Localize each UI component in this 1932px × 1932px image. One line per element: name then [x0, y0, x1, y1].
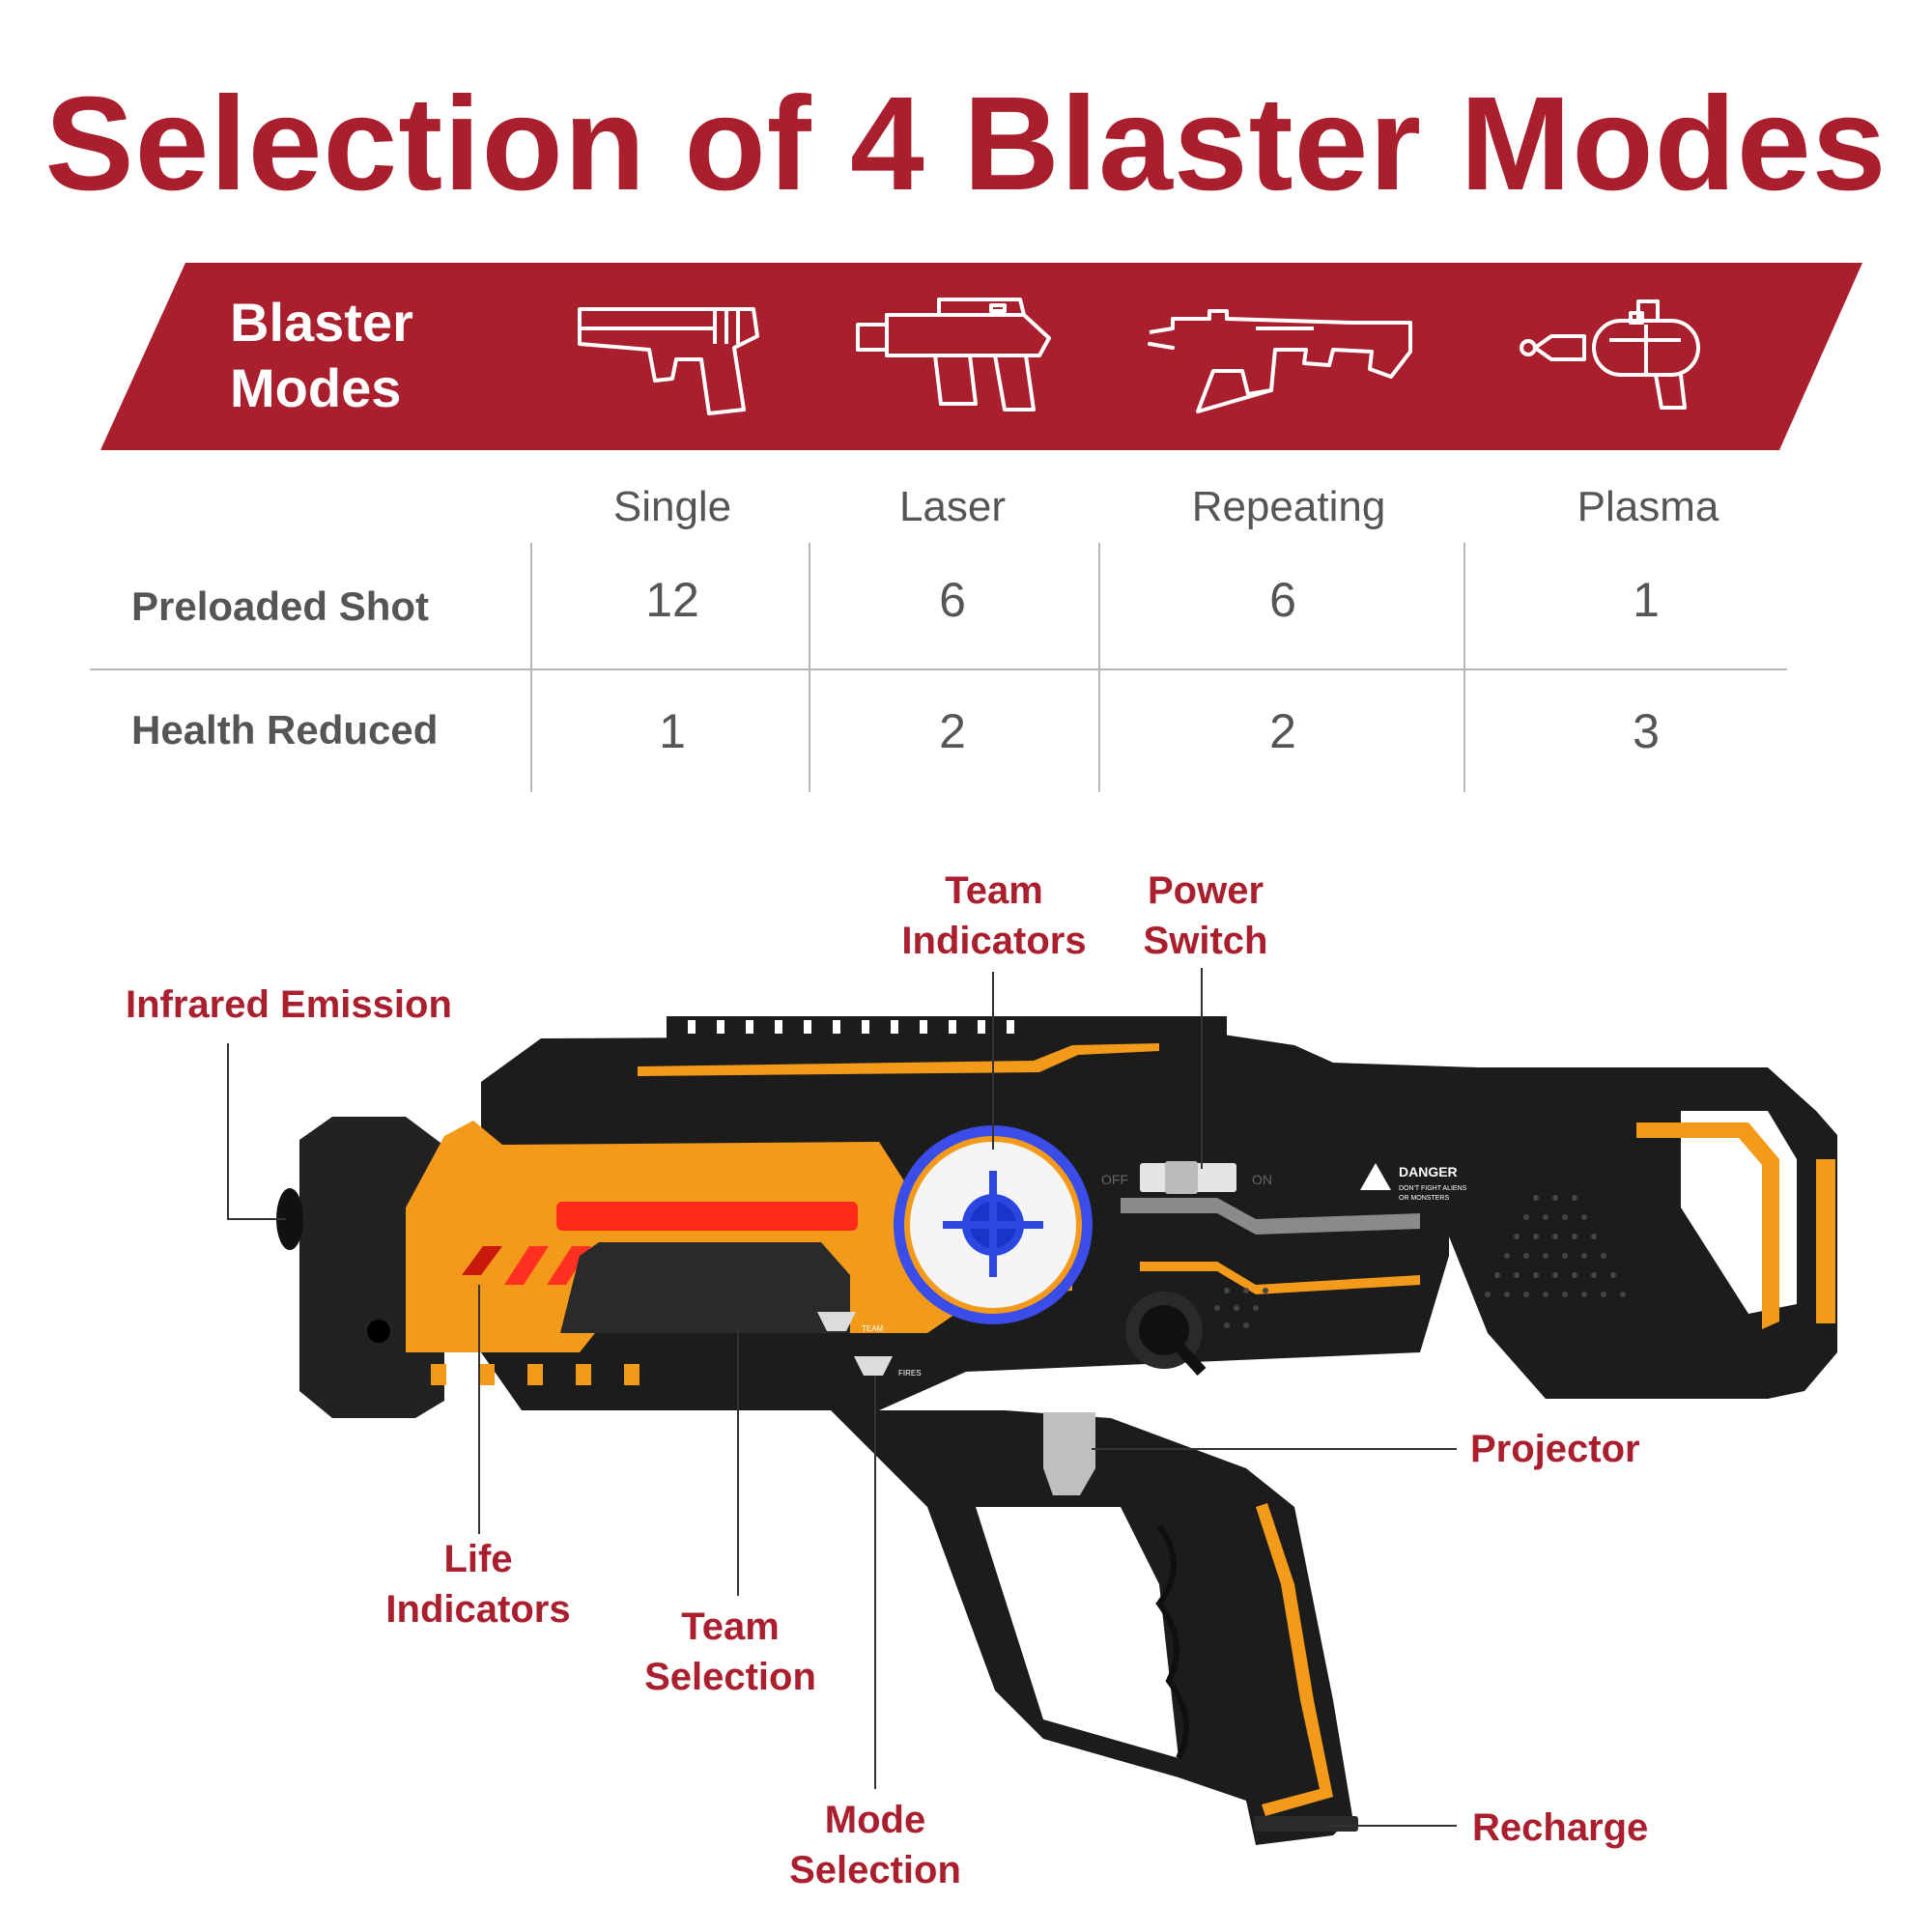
table-cell: 1: [1633, 573, 1660, 627]
callout-text: Team: [945, 869, 1043, 912]
callout-text: Life: [443, 1538, 513, 1580]
callout-power-switch: Power Switch: [1136, 866, 1275, 966]
callout-leaders: [227, 968, 1457, 1827]
switch-on-label: ON: [1252, 1172, 1272, 1187]
row-label-health-reduced: Health Reduced: [131, 707, 439, 753]
danger-label: DANGER: [1399, 1164, 1458, 1179]
callout-life-indicators: Life Indicators: [375, 1534, 582, 1634]
table-cell: 3: [1633, 704, 1660, 758]
mode-name-laser: Laser: [898, 483, 1007, 530]
callout-text: Power: [1147, 869, 1264, 912]
table-cell: 2: [939, 704, 966, 758]
callout-text: Switch: [1143, 920, 1268, 962]
team-button[interactable]: [817, 1312, 856, 1331]
callout-text: Team: [681, 1605, 780, 1648]
laser-gun-icon: [856, 298, 1051, 412]
callout-recharge: Recharge: [1472, 1803, 1648, 1853]
fires-button-label: FIRES: [898, 1369, 922, 1378]
page-title: Selection of 4 Blaster Modes: [44, 70, 1888, 218]
table-cell: 2: [1269, 704, 1296, 758]
table-cell: 12: [645, 573, 699, 627]
banner-label-line: Blaster: [230, 292, 413, 353]
warning-icon: [1360, 1163, 1391, 1190]
callout-team-selection: Team Selection: [634, 1602, 827, 1702]
callout-text: Selection: [789, 1849, 961, 1891]
rifle-icon: [1148, 309, 1412, 413]
danger-sub-label: DON'T FIGHT ALIENS: [1399, 1185, 1467, 1192]
callout-text: Mode: [824, 1799, 926, 1841]
team-indicator-target: [894, 1125, 1093, 1324]
callout-text: Selection: [644, 1656, 816, 1698]
callout-infrared-emission: Infrared Emission: [126, 980, 452, 1030]
table-cell: 6: [1269, 573, 1296, 627]
table-grid: [90, 543, 1787, 792]
danger-sub-label: OR MONSTERS: [1399, 1195, 1449, 1202]
banner-label: Blaster Modes: [230, 290, 413, 421]
mode-banner: [100, 263, 1862, 450]
table-cell: 1: [659, 704, 686, 758]
mode-name-single: Single: [612, 483, 732, 530]
mode-name-repeating: Repeating: [1191, 483, 1386, 530]
callout-mode-selection: Mode Selection: [779, 1795, 972, 1895]
callout-text: Projector: [1470, 1428, 1640, 1470]
mode-button[interactable]: [854, 1356, 893, 1376]
callout-text: Indicators: [385, 1588, 571, 1631]
team-button-label: TEAM: [862, 1324, 884, 1333]
mode-name-plasma: Plasma: [1577, 483, 1719, 530]
switch-off-label: OFF: [1101, 1172, 1128, 1187]
callout-text: Infrared Emission: [126, 983, 452, 1026]
banner-label-line: Modes: [230, 357, 402, 418]
table-cell: 6: [939, 573, 966, 627]
pistol-icon: [578, 307, 759, 415]
callout-projector: Projector: [1470, 1424, 1640, 1474]
ray-gun-icon: [1520, 299, 1700, 410]
callout-team-indicators: Team Indicators: [893, 866, 1095, 966]
row-label-preloaded-shot: Preloaded Shot: [131, 583, 430, 629]
callout-text: Indicators: [901, 920, 1087, 962]
callout-text: Recharge: [1472, 1806, 1649, 1849]
